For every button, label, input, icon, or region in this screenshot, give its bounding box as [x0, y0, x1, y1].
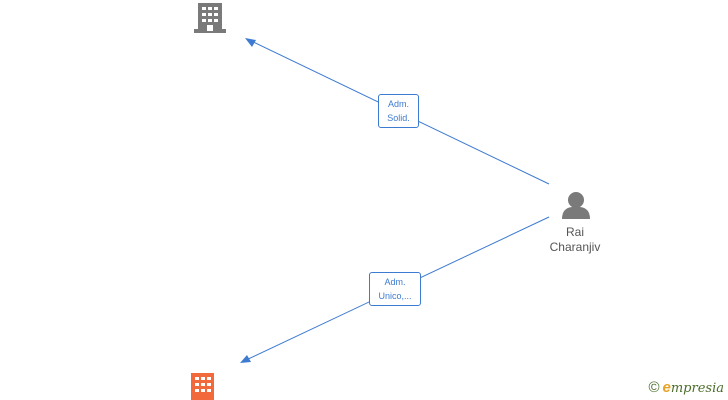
person-name-label[interactable]: Rai Charanjiv	[540, 225, 610, 255]
edge-label-line: Unico,...	[378, 291, 412, 301]
edge-label-unico[interactable]: Adm. Unico,...	[369, 272, 421, 306]
person-name-line: Charanjiv	[549, 240, 601, 254]
copyright-icon: ©	[648, 379, 660, 396]
person-icon[interactable]	[562, 192, 590, 219]
company-building-icon[interactable]	[194, 3, 226, 33]
edge-label-solid[interactable]: Adm. Solid.	[378, 94, 419, 128]
arrowhead-icon	[245, 38, 256, 47]
company-building-highlight-icon[interactable]	[191, 373, 214, 400]
edge-label-line: Adm.	[384, 277, 406, 287]
brand-logo: ©empresia	[648, 380, 724, 397]
edge-label-line: Adm.	[387, 99, 409, 109]
arrowhead-icon	[240, 355, 251, 363]
person-name-line: Rai	[565, 225, 584, 239]
brand-logo-text: mpresia	[670, 381, 724, 396]
edge-label-line: Solid.	[387, 113, 410, 123]
brand-logo-initial: e	[662, 379, 671, 396]
